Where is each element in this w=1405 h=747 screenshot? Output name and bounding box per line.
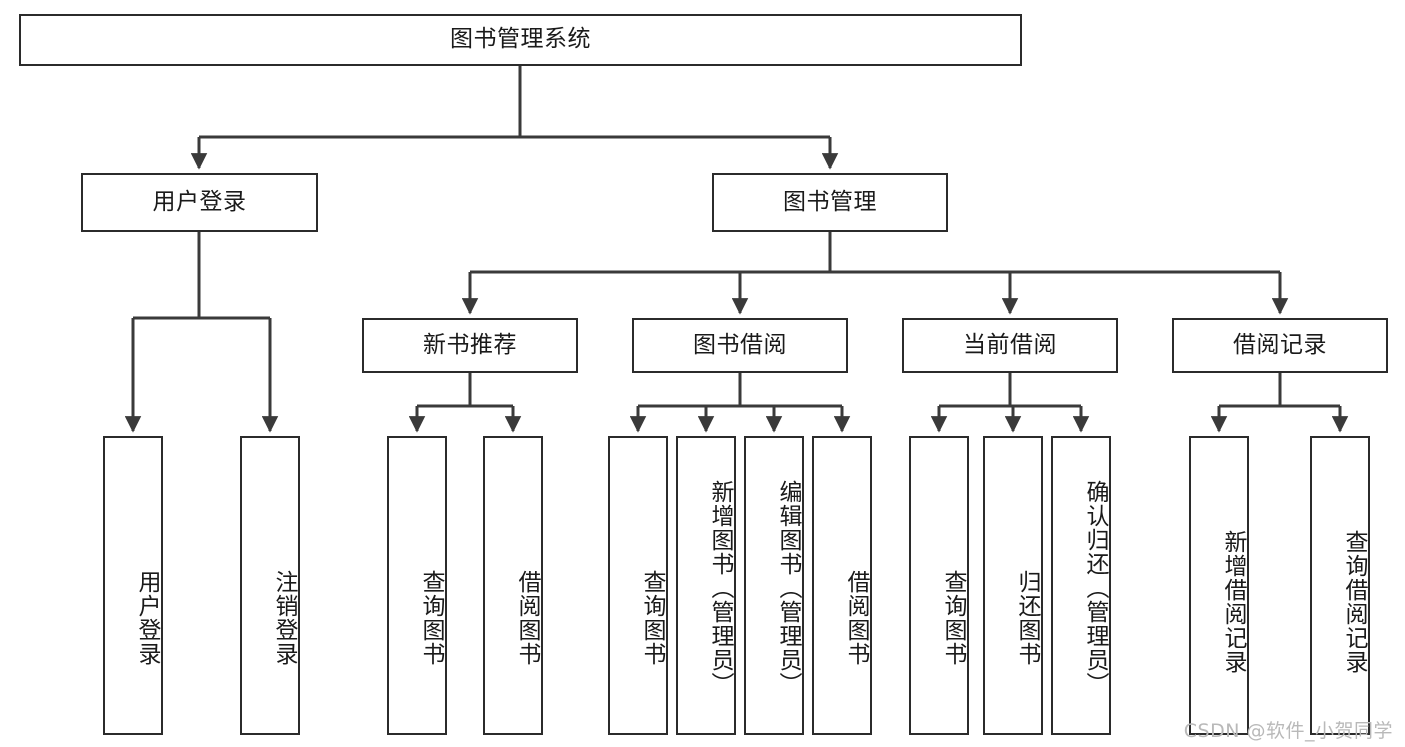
leaf-query-book-rec[interactable]: 查询图书 [387, 436, 447, 735]
leaf-user-logout[interactable]: 注销登录 [240, 436, 300, 735]
node-root[interactable]: 图书管理系统 [19, 14, 1022, 66]
leaf-add-book-bb[interactable]: 新增图书（管理员） [676, 436, 736, 735]
leaf-return-book-cb[interactable]: 归还图书 [983, 436, 1043, 735]
leaf-query-book-bb[interactable]: 查询图书 [608, 436, 668, 735]
node-book-borrow[interactable]: 图书借阅 [632, 318, 848, 373]
leaf-confirm-return-cb[interactable]: 确认归还（管理员） [1051, 436, 1111, 735]
leaf-add-record-br[interactable]: 新增借阅记录 [1189, 436, 1249, 735]
leaf-query-record-br[interactable]: 查询借阅记录 [1310, 436, 1370, 735]
leaf-borrow-book-bb[interactable]: 借阅图书 [812, 436, 872, 735]
node-user-login[interactable]: 用户登录 [81, 173, 318, 232]
leaf-query-book-cb[interactable]: 查询图书 [909, 436, 969, 735]
leaf-edit-book-bb[interactable]: 编辑图书（管理员） [744, 436, 804, 735]
leaf-borrow-book-rec[interactable]: 借阅图书 [483, 436, 543, 735]
node-book-manage[interactable]: 图书管理 [712, 173, 948, 232]
csdn-watermark: CSDN @软件_小贺同学 [1183, 720, 1393, 742]
node-current-borrow[interactable]: 当前借阅 [902, 318, 1118, 373]
node-borrow-record[interactable]: 借阅记录 [1172, 318, 1388, 373]
leaf-user-login[interactable]: 用户登录 [103, 436, 163, 735]
node-new-book-rec[interactable]: 新书推荐 [362, 318, 578, 373]
